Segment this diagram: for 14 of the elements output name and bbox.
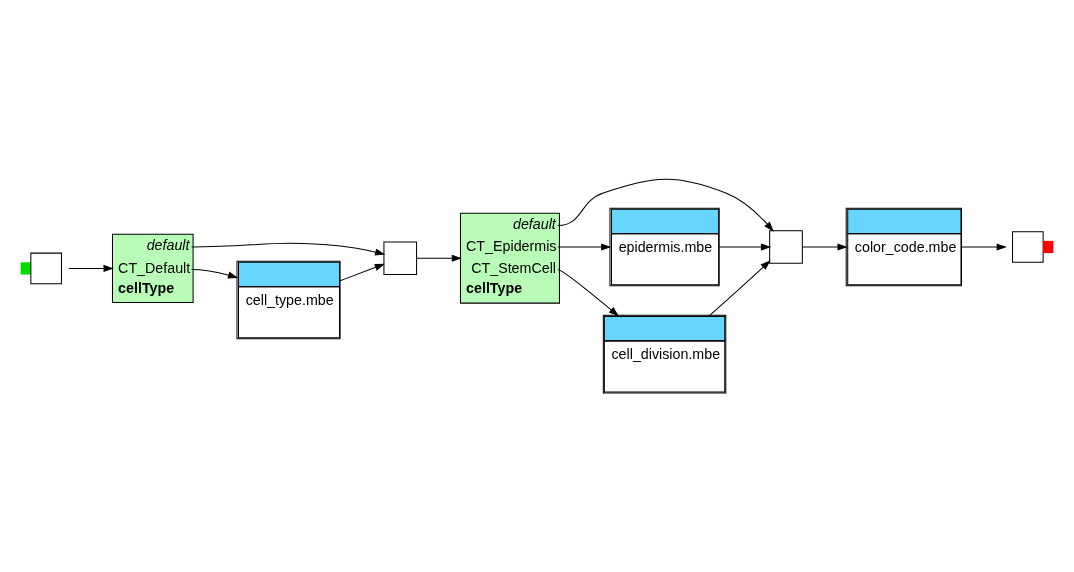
node-box — [383, 241, 418, 276]
arrow — [557, 243, 612, 251]
arrow — [557, 268, 619, 317]
arrow — [718, 243, 772, 251]
arrow — [802, 243, 848, 251]
arrow — [961, 243, 1007, 251]
arrow — [339, 263, 385, 282]
arrow — [709, 260, 771, 316]
arrow — [557, 178, 774, 232]
arrow — [68, 264, 114, 272]
node-box — [769, 230, 803, 264]
arrow — [191, 268, 239, 279]
arrow — [416, 254, 462, 262]
arrow — [191, 242, 386, 256]
